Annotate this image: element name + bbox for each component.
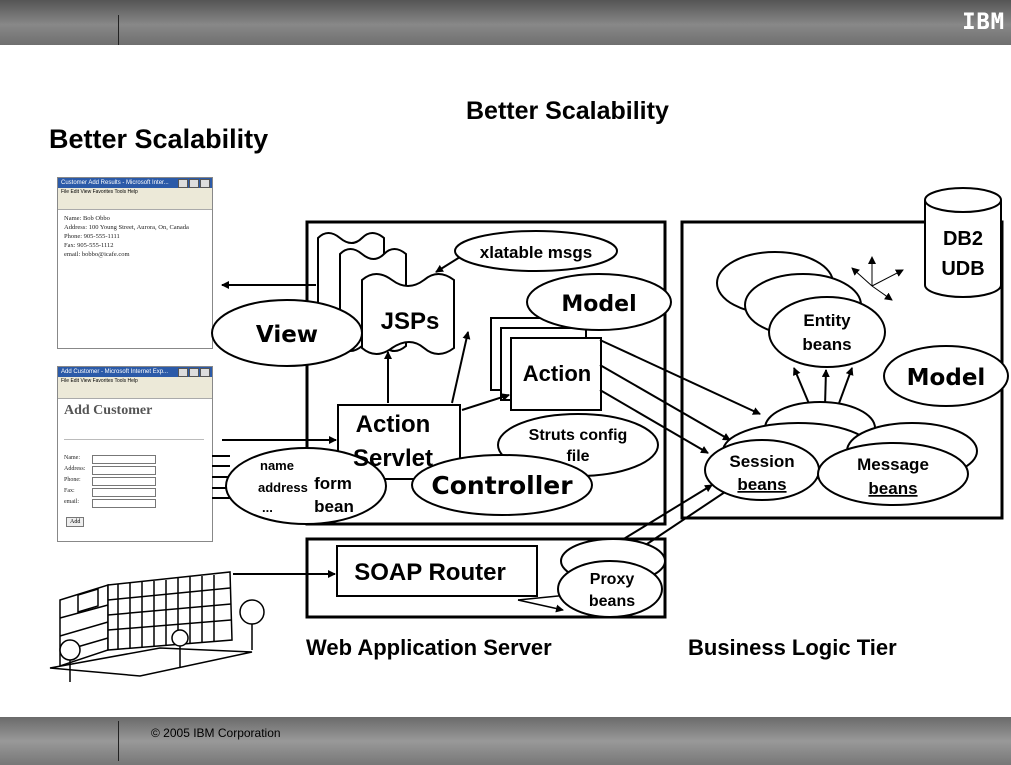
- form-bean-ellipse: [225, 447, 387, 525]
- business-logic-tier-label: Business Logic Tier: [688, 635, 897, 660]
- entity-beans-ellipse: [768, 296, 886, 368]
- jsps-label: JSPs: [381, 308, 440, 335]
- customer-details: Name: Bob Obbo Address: 100 Young Street…: [58, 210, 212, 263]
- proxy-beans-ellipse: [557, 560, 663, 618]
- arrow-proxy-to-session: [634, 481, 741, 553]
- office-building-illustration: [49, 571, 265, 682]
- footer-divider: [118, 721, 119, 761]
- detail-line: Name: Bob Obbo: [64, 215, 110, 222]
- slide-subtitle: Better Scalability: [466, 97, 669, 125]
- arrow-entity-to-db-4: [851, 267, 873, 287]
- proxy-beans-label-1: Proxy: [590, 571, 635, 588]
- message-beans-ellipse: [817, 442, 969, 506]
- soap-router-label: SOAP Router: [354, 559, 506, 586]
- browser-title-bar: Add Customer - Microsoft Internet Exp...: [58, 367, 212, 377]
- form-field[interactable]: Name:: [64, 455, 156, 464]
- footer-bar: © 2005 IBM Corporation: [0, 717, 1011, 765]
- db2-label-1: DB2: [943, 228, 983, 250]
- entity-beans-label-1: Entity: [803, 311, 851, 330]
- arrow-session-to-entity-3: [837, 367, 854, 407]
- detail-line: Fax: 905-555-1112: [64, 242, 114, 249]
- arrow-action-to-session-2: [599, 364, 731, 441]
- arrow-session-to-entity-2: [821, 369, 830, 407]
- view-ellipse: [211, 299, 363, 367]
- xlatable-msgs-label: xlatable msgs: [480, 243, 592, 262]
- action-pages-stack: [490, 317, 602, 411]
- detail-line: email: bobbo@icafe.com: [64, 251, 130, 258]
- arrow-action-to-message: [599, 389, 709, 454]
- form-heading: Add Customer: [64, 403, 153, 418]
- arrow-soap-to-session: [621, 484, 713, 541]
- db2-cylinder: [924, 187, 1002, 298]
- form-field[interactable]: Fax:: [64, 488, 156, 497]
- arrow-entity-to-db-2: [871, 269, 904, 287]
- struts-config-label-2: file: [566, 448, 589, 465]
- copyright-text: © 2005 IBM Corporation: [151, 726, 281, 740]
- xlatable-msgs-ellipse: [454, 230, 618, 272]
- model-web-ellipse: [526, 273, 672, 331]
- view-label: View: [256, 322, 318, 348]
- action-servlet-label-2: Servlet: [353, 445, 433, 472]
- browser-menu-bar: File Edit View Favorites Tools Help: [58, 188, 212, 196]
- form-field[interactable]: email:: [64, 499, 156, 508]
- model-biz-label: Model: [907, 365, 986, 391]
- message-beans-label-2: beans: [868, 479, 917, 498]
- ibm-logo: IBM: [962, 10, 1005, 35]
- browser-toolbar: [58, 196, 212, 210]
- message-beans-label-1: Message: [857, 455, 929, 474]
- arrow-entity-to-db-3: [871, 285, 893, 301]
- soap-container-box: [305, 537, 667, 619]
- detail-line: Address: 100 Young Street, Aurora, On, C…: [64, 224, 189, 231]
- slide-title: Better Scalability: [49, 124, 269, 154]
- arrow-action-to-session: [599, 339, 761, 415]
- add-customer-browser: Add Customer - Microsoft Internet Exp...…: [57, 366, 213, 542]
- add-button[interactable]: Add: [66, 517, 85, 527]
- arrow-session-to-entity: [793, 367, 811, 407]
- form-bean-dots-label: ...: [262, 500, 273, 515]
- arrow-servlet-to-action: [461, 393, 510, 411]
- form-bean-name-label: name: [260, 458, 294, 473]
- arrow-proxy-loop-2: [517, 599, 564, 613]
- window-buttons: [178, 179, 210, 188]
- browser-toolbar: [58, 385, 212, 399]
- form-bean-address-label: address: [258, 480, 308, 495]
- header-divider: [118, 15, 119, 45]
- controller-label: Controller: [431, 471, 573, 500]
- detail-line: Phone: 905-555-1111: [64, 233, 120, 240]
- form-field[interactable]: Address:: [64, 466, 156, 475]
- soap-router-box: [336, 545, 538, 597]
- model-biz-ellipse: [883, 345, 1009, 407]
- action-label: Action: [523, 361, 591, 386]
- window-buttons: [178, 368, 210, 377]
- web-app-server-label: Web Application Server: [306, 635, 552, 660]
- arrow-servlet-to-jsp-2: [451, 331, 471, 404]
- session-beans-label-2: beans: [737, 475, 786, 494]
- controller-ellipse: [411, 454, 593, 516]
- browser-title-bar: Customer Add Results - Microsoft Inter..…: [58, 178, 212, 188]
- form-bean-label-1: form: [314, 474, 352, 493]
- struts-config-label-1: Struts config: [529, 427, 628, 444]
- form-bean-label-2: bean: [314, 497, 354, 516]
- model-web-label: Model: [561, 292, 636, 317]
- session-beans-label-1: Session: [729, 452, 794, 471]
- form-field[interactable]: Phone:: [64, 477, 156, 486]
- entity-beans-label-2: beans: [802, 335, 851, 354]
- browser-menu-bar: File Edit View Favorites Tools Help: [58, 377, 212, 385]
- db2-label-2: UDB: [941, 258, 984, 280]
- header-bar: IBM: [0, 0, 1011, 45]
- action-servlet-label-1: Action: [356, 411, 431, 438]
- web-app-server-box: [305, 220, 667, 526]
- customer-results-browser: Customer Add Results - Microsoft Inter..…: [57, 177, 213, 349]
- proxy-beans-label-2: beans: [589, 593, 635, 610]
